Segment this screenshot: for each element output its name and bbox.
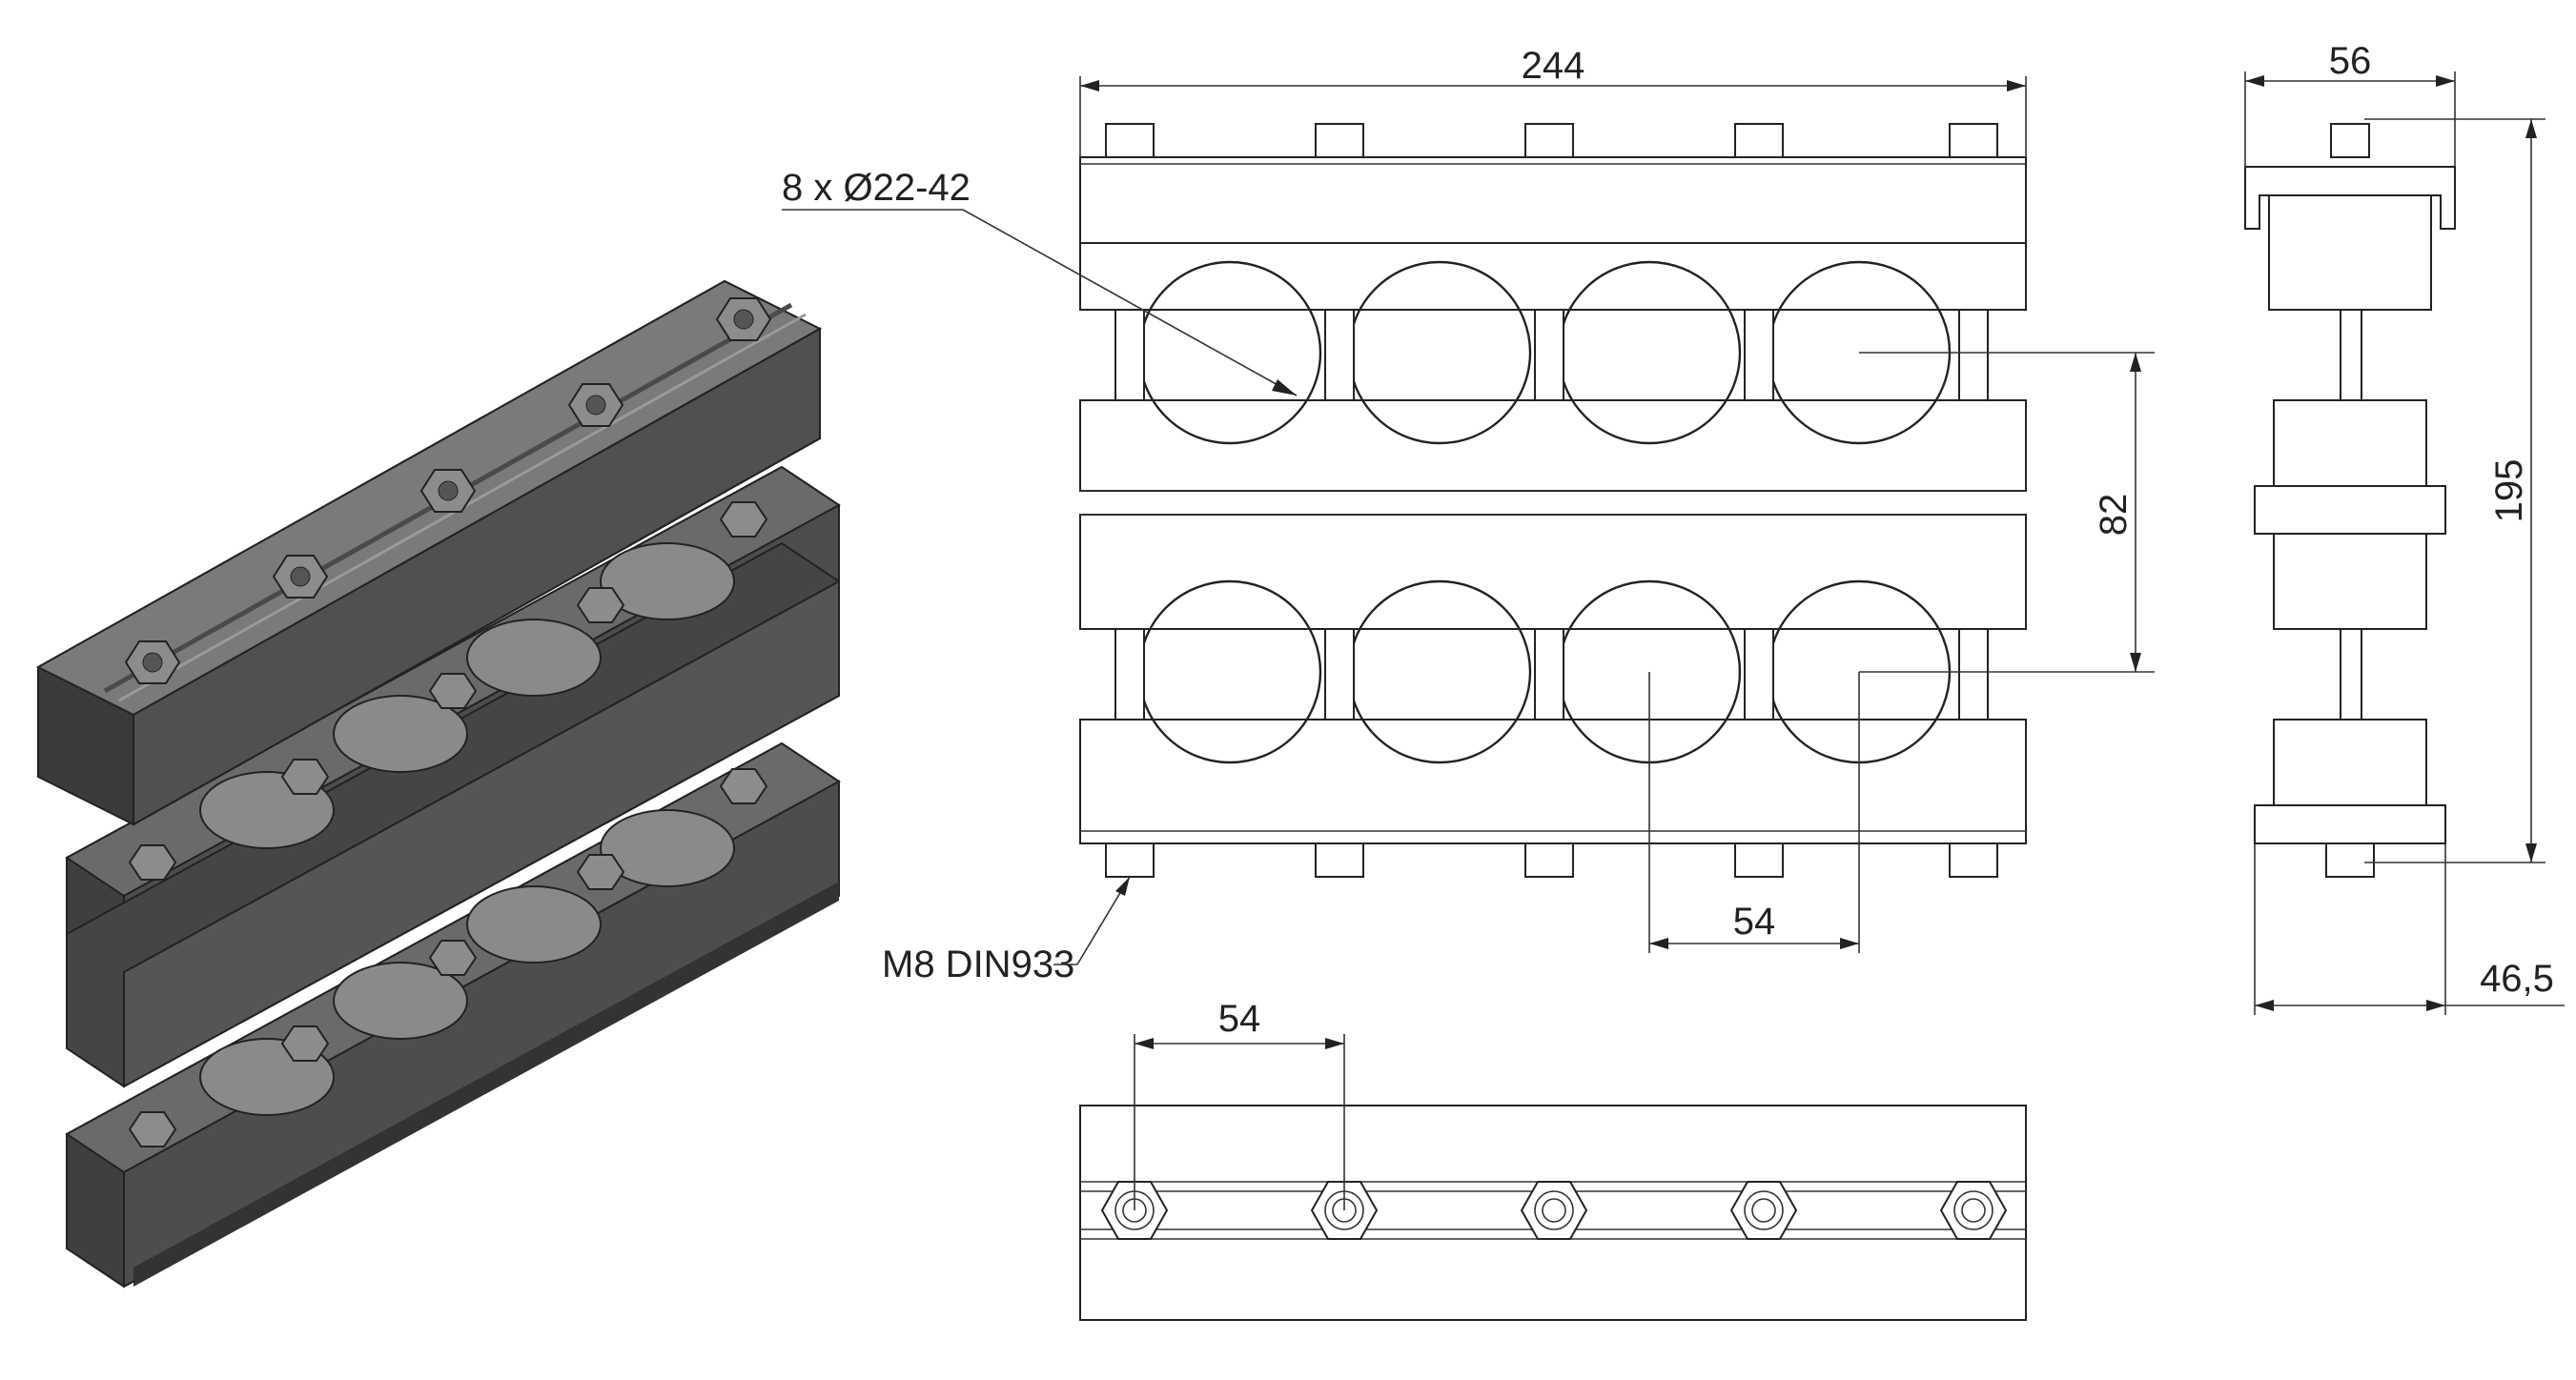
dim-overall-height: 195 (2364, 118, 2545, 863)
dim-tier-pitch: 82 (1859, 352, 2155, 673)
callout-bolt: M8 DIN933 (882, 876, 1131, 985)
dim-hole-pitch-top: 54 (1134, 998, 1345, 1210)
dim-195-label: 195 (2488, 459, 2530, 523)
dim-46-5-label: 46,5 (2480, 958, 2554, 1000)
render-lower-nuts (128, 501, 768, 1147)
front-middle-block-upper (1079, 399, 2027, 492)
callout-bolt-label: M8 DIN933 (882, 944, 1074, 985)
dim-54-top-label: 54 (1218, 998, 1261, 1040)
front-view: 244 8 x Ø22-42 82 54 (782, 45, 2155, 985)
dim-width-top: 56 (2244, 40, 2456, 167)
isometric-render (35, 279, 841, 1289)
callout-holes: 8 x Ø22-42 (782, 167, 1298, 396)
dim-hole-pitch-front: 54 (1648, 672, 1860, 953)
dim-base-width: 46,5 (2254, 843, 2565, 1015)
side-middle-block (2273, 399, 2427, 487)
front-top-nuts (1105, 123, 1998, 158)
top-view: 54 (1079, 998, 2027, 1321)
dim-82-label: 82 (2093, 494, 2135, 537)
front-top-plate (1079, 156, 2027, 244)
dim-54-front-label: 54 (1733, 901, 1776, 943)
front-bottom-bolt-heads (1105, 842, 1998, 878)
callout-holes-label: 8 x Ø22-42 (782, 167, 971, 209)
front-upper-clamp (1079, 242, 2027, 311)
front-lower-block (1079, 719, 2027, 844)
dim-overall-length: 244 (1079, 45, 2027, 157)
front-middle-block-lower (1079, 514, 2027, 630)
dim-56-label: 56 (2329, 40, 2372, 82)
side-lower-block (2273, 719, 2427, 806)
side-top-rail (2244, 166, 2456, 230)
side-view: 56 195 46,5 (2244, 40, 2565, 1015)
render-top-nuts (124, 297, 772, 684)
top-view-nuts (1100, 1181, 2008, 1240)
front-bolts (1114, 309, 1989, 720)
dim-244-label: 244 (1522, 45, 1585, 87)
